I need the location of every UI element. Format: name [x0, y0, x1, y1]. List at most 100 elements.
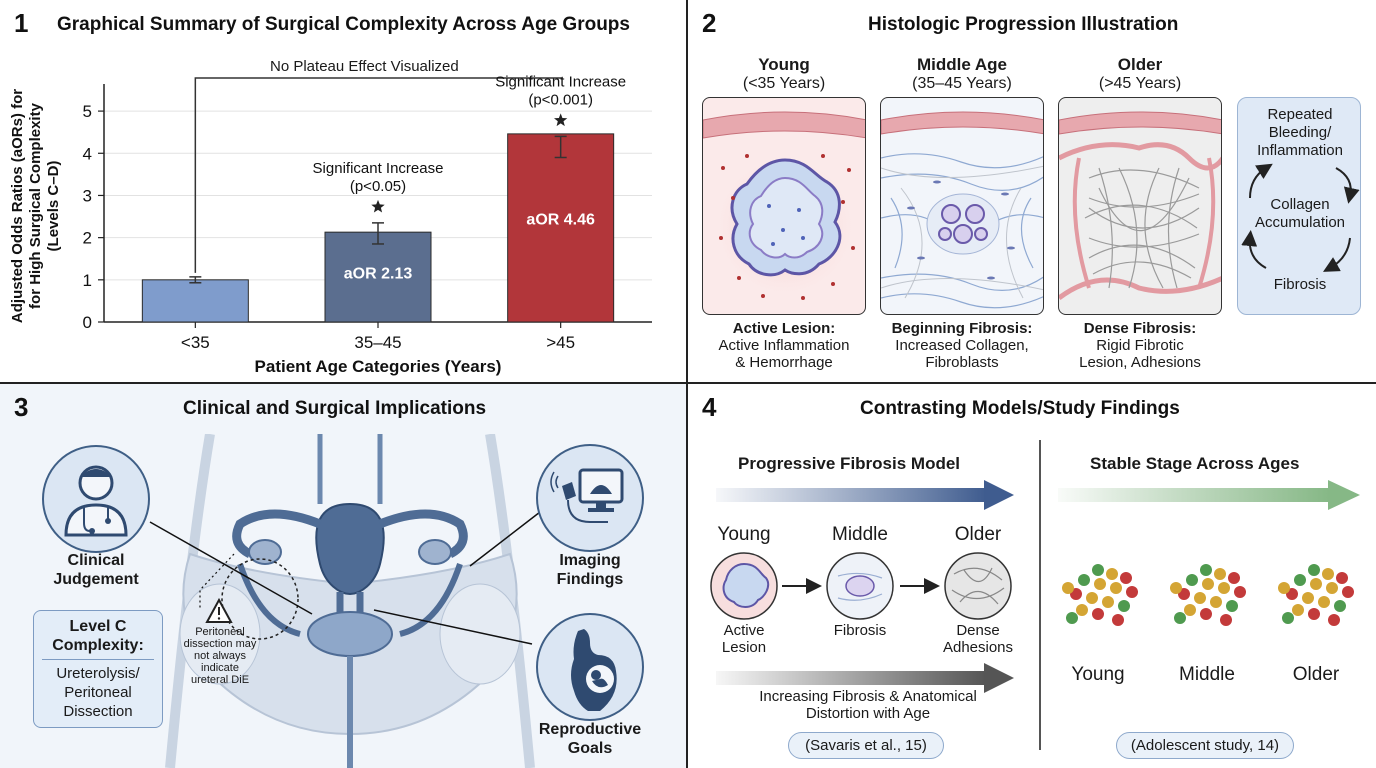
- clinician-icon: [42, 445, 150, 553]
- stage-dot: [1106, 568, 1118, 580]
- stage-dot: [1220, 614, 1232, 626]
- caption-dense-adhesions: Dense Adhesions: [942, 622, 1014, 656]
- stage-header-middle: Middle Age (35–45 Years): [912, 55, 1012, 92]
- stage-dot: [1118, 600, 1130, 612]
- stage-dot: [1234, 586, 1246, 598]
- stage-dot: [1194, 592, 1206, 604]
- plateau-bracket: [194, 77, 563, 273]
- caption-older: Dense Fibrosis: Rigid Fibrotic Lesion, A…: [1079, 320, 1201, 371]
- bar-label: aOR 2.13: [344, 266, 413, 283]
- cycle-top: Repeated Bleeding/ Inflammation: [1257, 106, 1343, 159]
- histology-older-image: [1058, 97, 1222, 315]
- stage-dot: [1342, 586, 1354, 598]
- right-reference: (Adolescent study, 14): [1116, 732, 1294, 759]
- plateau-label: No Plateau Effect Visualized: [270, 58, 459, 75]
- caption-young: Active Lesion: Active Inflammation & Hem…: [718, 320, 850, 371]
- panel-title: Graphical Summary of Surgical Complexity…: [57, 14, 630, 35]
- stage-dot: [1126, 586, 1138, 598]
- stage-dot: [1102, 596, 1114, 608]
- stable-stage-dots: [1062, 564, 1354, 626]
- stage-dot: [1302, 592, 1314, 604]
- stage-dot: [1318, 596, 1330, 608]
- level-c-complexity-box: Level C Complexity: Ureterolysis/ Perito…: [33, 610, 163, 728]
- bar-label: aOR 4.46: [526, 212, 595, 229]
- histology-middle-image: [880, 97, 1044, 315]
- panel-number: 2: [702, 8, 717, 38]
- older-adhesions-icon: [944, 552, 1012, 620]
- progress-arrow: [716, 488, 986, 502]
- stage-dot: [1308, 608, 1320, 620]
- stage-dot: [1184, 604, 1196, 616]
- panel-title: Clinical and Surgical Implications: [183, 398, 487, 419]
- stage-dot: [1292, 604, 1304, 616]
- label-clinical-judgement: Clinical Judgement: [53, 552, 139, 588]
- label-imaging-findings: Imaging Findings: [556, 552, 624, 588]
- caption-middle: Beginning Fibrosis: Increased Collagen, …: [891, 320, 1033, 371]
- stage-dot: [1062, 582, 1074, 594]
- cycle-middle: Collagen Accumulation: [1254, 196, 1346, 231]
- panel-surgical-complexity: 1 Graphical Summary of Surgical Complexi…: [0, 0, 688, 384]
- fibrosis-beginning-illustration: [881, 111, 1043, 309]
- y-axis-label-line: for High Surgical Complexity: [27, 102, 44, 309]
- stage-dot: [1214, 568, 1226, 580]
- left-reference: (Savaris et al., 15): [788, 732, 944, 759]
- stage-dot: [1322, 568, 1334, 580]
- x-tick-label: <35: [181, 333, 210, 352]
- stage-dot: [1294, 574, 1306, 586]
- stage-dot: [1066, 612, 1078, 624]
- y-tick-label: 5: [83, 102, 92, 121]
- stage-dot: [1078, 574, 1090, 586]
- stage-dot: [1210, 596, 1222, 608]
- stage-dot: [1202, 578, 1214, 590]
- stage-dot: [1328, 614, 1340, 626]
- inflamed-lesion-illustration: [703, 111, 865, 300]
- stage-dot: [1086, 592, 1098, 604]
- panel-contrasting-models: 4 Contrasting Models/Study Findings Prog…: [688, 384, 1376, 768]
- stage-older-label: Older: [954, 524, 1002, 545]
- model-arrows: [710, 480, 1360, 693]
- stage-dot: [1174, 612, 1186, 624]
- stage-header-older: Older (>45 Years): [1098, 55, 1182, 92]
- progressive-model-title: Progressive Fibrosis Model: [738, 454, 961, 473]
- y-axis-label-line: Adjusted Odds Ratios (aORs) for: [9, 89, 26, 323]
- stage-dot: [1282, 612, 1294, 624]
- right-older-label: Older: [1292, 664, 1340, 685]
- stage-young-label: Young: [717, 524, 771, 545]
- cycle-arrows-icon: [1241, 163, 1360, 272]
- stage-dot: [1170, 582, 1182, 594]
- x-tick-label: 35–45: [354, 333, 401, 352]
- y-tick-label: 3: [83, 186, 92, 205]
- x-axis-label: Patient Age Categories (Years): [255, 357, 502, 376]
- y-tick-label: 0: [83, 313, 92, 332]
- bar-2: [507, 133, 615, 323]
- annotation-line2: (p<0.001): [528, 91, 593, 108]
- stage-dot: [1226, 600, 1238, 612]
- stage-dot: [1094, 578, 1106, 590]
- panel-number: 4: [702, 392, 717, 422]
- stage-dot: [1200, 564, 1212, 576]
- caption-fibrosis: Fibrosis: [833, 622, 887, 639]
- stage-dot: [1092, 608, 1104, 620]
- significance-star: [371, 199, 385, 213]
- pregnancy-icon: [536, 613, 644, 721]
- label-reproductive-goals: Reproductive Goals: [538, 721, 642, 757]
- stage-dot: [1200, 608, 1212, 620]
- annotation-line1: Significant Increase: [313, 160, 444, 177]
- panel-clinical-implications: 3 Clinical and Surgical Implications: [0, 384, 688, 768]
- stage-dot: [1336, 572, 1348, 584]
- stage-dot: [1076, 604, 1088, 616]
- stable-model-title: Stable Stage Across Ages: [1090, 454, 1300, 473]
- stage-middle-label: Middle: [832, 524, 888, 545]
- annotation-line1: Significant Increase: [495, 73, 626, 90]
- cycle-bottom: Fibrosis: [1273, 276, 1327, 293]
- significance-star: [554, 113, 568, 127]
- stable-arrow: [1058, 488, 1330, 502]
- y-tick-label: 2: [83, 229, 92, 248]
- panel-title: Histologic Progression Illustration: [868, 14, 1179, 35]
- fibrosis-cycle-box: Repeated Bleeding/ Inflammation Collagen…: [1237, 97, 1361, 315]
- stage-dot: [1186, 574, 1198, 586]
- y-tick-label: 4: [83, 144, 92, 163]
- x-tick-label: >45: [546, 333, 575, 352]
